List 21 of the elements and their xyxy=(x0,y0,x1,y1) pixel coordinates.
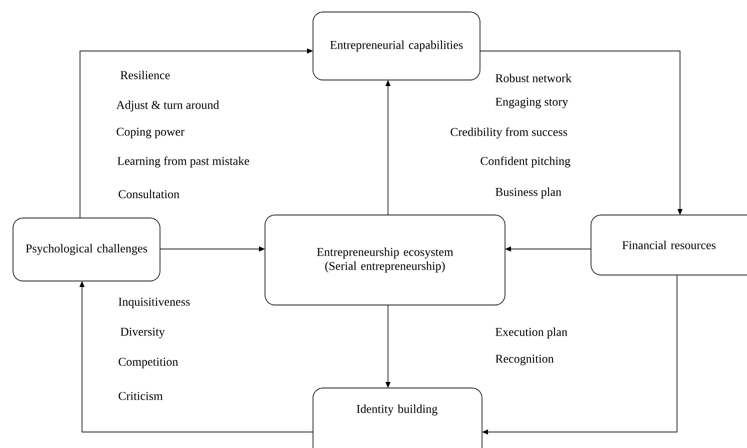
process-box: Entrepreneurship ecosystem (Serial entrepreneurship) xyxy=(264,214,506,306)
factor-label: Resilience xyxy=(120,70,170,80)
process-box: Psychological challenges xyxy=(12,218,160,282)
process-box: Identity building xyxy=(312,388,482,448)
process-box: Entrepreneurial capabilities xyxy=(312,12,480,80)
factor-label: Engaging story xyxy=(496,98,568,108)
factor-label: Adjust & turn around xyxy=(116,100,220,112)
factor-label: Inquisitiveness xyxy=(118,298,190,308)
factor-label: Robust network xyxy=(496,74,572,82)
factor-label: Execution plan xyxy=(496,328,568,338)
factor-label: Recognition xyxy=(496,354,554,366)
factor-label: Business plan xyxy=(496,188,562,198)
factor-label: Confident pitching xyxy=(480,156,570,168)
factor-label: Criticism xyxy=(118,392,163,400)
factor-label: Coping power xyxy=(116,128,184,138)
factor-label: Competition xyxy=(118,358,178,368)
factor-label: Diversity xyxy=(120,328,165,338)
factor-label: Learning from past mistake xyxy=(118,156,250,168)
factor-label: Credibility from success xyxy=(450,127,568,139)
process-box: Financial resources xyxy=(590,214,747,276)
factor-label: Consultation xyxy=(118,190,180,198)
